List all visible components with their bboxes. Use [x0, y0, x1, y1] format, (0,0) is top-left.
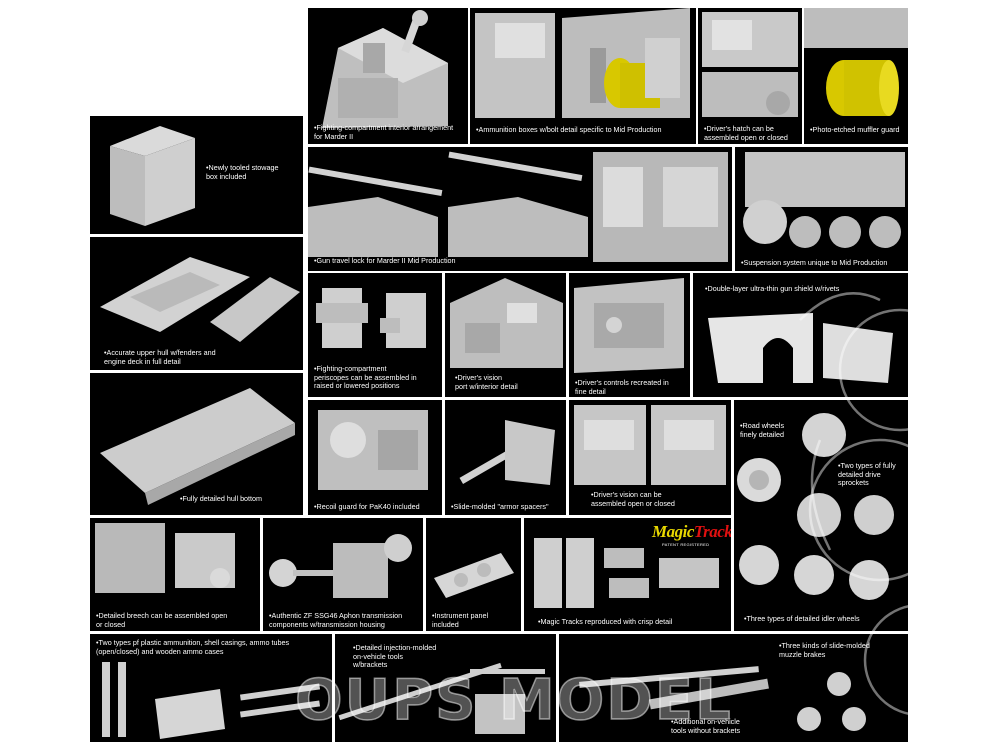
drivers-hatch-model	[702, 12, 798, 117]
drivers-controls-model	[574, 278, 684, 373]
transmission-model	[269, 534, 412, 598]
panel-periscopes: Fighting-compartment periscopes can be a…	[308, 273, 442, 397]
panel-recoil-guard: Recoil guard for PaK40 included	[308, 400, 442, 515]
panel-magic-tracks: MagicTrack PATENT REGISTERED Magic Track…	[524, 518, 731, 631]
caption-fighting-compartment: Fighting-compartment interior arrangemen…	[314, 123, 453, 141]
panel-hull-bottom: Fully detailed hull bottom	[90, 373, 303, 515]
caption-ammunition: Two types pf plastic ammunition, shell c…	[96, 638, 289, 656]
logo-patent-text: PATENT REGISTERED	[662, 542, 710, 547]
caption-instrument-panel: Instrument panel included	[432, 611, 488, 629]
hull-bottom-model	[100, 388, 295, 505]
periscopes-model	[316, 288, 426, 348]
panel-gun-shield: Double-layer ultra-thin gun shield w/riv…	[693, 273, 908, 397]
logo-word-track: Track	[693, 522, 731, 541]
caption-transmission: Authentic ZF SSG46 Aphon transmission co…	[269, 611, 402, 629]
drivers-vision-model	[574, 405, 726, 485]
panel-ammunition: Two types pf plastic ammunition, shell c…	[90, 634, 332, 742]
gun-shield-model	[708, 313, 893, 383]
panel-fighting-compartment: Fighting-compartment interior arrangemen…	[308, 8, 468, 144]
caption-armor-spacers: Slide-molded "armor spacers"	[451, 502, 549, 512]
breech-model	[95, 523, 235, 593]
fighting-compartment-model	[322, 10, 448, 128]
caption-road-wheels: Road wheels finely detailed	[740, 421, 784, 439]
panel-upper-hull: Accurate upper hull w/fenders and engine…	[90, 237, 303, 370]
drivers-vision-port-model	[450, 278, 563, 368]
panel-drivers-vision-port: Driver's vision port w/interior detail	[445, 273, 566, 397]
caption-muffler-guard: Photo-etched muffler guard	[810, 125, 900, 135]
recoil-guard-model	[318, 410, 428, 490]
caption-ammunition-boxes: Ammunition boxes w/bolt detail specific …	[476, 125, 662, 135]
ammunition-boxes-model	[475, 8, 690, 118]
panel-road-wheels: Road wheels finely detailed Two types of…	[734, 400, 908, 631]
caption-recoil-guard: Recoil guard for PaK40 included	[314, 502, 420, 512]
caption-drivers-controls: Driver's controls recreated in fine deta…	[575, 378, 669, 396]
suspension-model	[743, 152, 905, 248]
caption-stowage-box: Newly tooled stowage box included	[206, 163, 278, 181]
panel-tools-muzzle: Additional on-vehicle tools without brac…	[559, 634, 908, 742]
caption-magic-tracks: Magic Tracks reproduced with crisp detai…	[538, 617, 673, 627]
caption-tools-without-brackets: Additional on-vehicle tools without brac…	[671, 717, 740, 735]
magic-tracks-model	[534, 538, 719, 608]
panel-breech: Detailed breech can be assembled open or…	[90, 518, 260, 631]
panel-ammunition-boxes: Ammunition boxes w/bolt detail specific …	[470, 8, 696, 144]
tools-muzzle-model	[579, 666, 866, 731]
caption-drivers-hatch: Driver's hatch can be assembled open or …	[704, 124, 788, 142]
caption-drive-sprockets: Two types of fully detailed drive sprock…	[838, 461, 896, 488]
magic-track-logo: MagicTrack	[652, 522, 731, 542]
caption-drivers-vision: Driver's vision can be assembled open or…	[591, 490, 675, 508]
ammunition-model	[102, 662, 321, 739]
caption-breech: Detailed breech can be assembled open or…	[96, 611, 227, 629]
upper-hull-model	[100, 257, 300, 342]
panel-armor-spacers: Slide-molded "armor spacers"	[445, 400, 566, 515]
panel-gun-travel-lock: Gun travel lock for Marder II Mid Produc…	[308, 147, 732, 271]
logo-word-magic: Magic	[652, 522, 694, 541]
panel-tools-brackets: Detailed injection-molded on-vehicle too…	[335, 634, 556, 742]
caption-suspension: Suspension system unique to Mid Producti…	[741, 258, 888, 268]
caption-tools-brackets: Detailed injection-molded on-vehicle too…	[353, 643, 436, 670]
caption-periscopes: Fighting-compartment periscopes can be a…	[314, 364, 417, 391]
panel-stowage-box: Newly tooled stowage box included	[90, 116, 303, 234]
panel-transmission: Authentic ZF SSG46 Aphon transmission co…	[263, 518, 423, 631]
tools-brackets-model	[338, 662, 545, 734]
caption-gun-travel-lock: Gun travel lock for Marder II Mid Produc…	[314, 256, 456, 266]
stowage-box-model	[110, 126, 195, 226]
caption-gun-shield: Double-layer ultra-thin gun shield w/riv…	[705, 284, 840, 294]
watermark-text: OUPS MODEL	[294, 667, 733, 734]
caption-idler-wheels: Three types of detailed idler wheels	[744, 614, 860, 624]
panel-instrument-panel: Instrument panel included	[426, 518, 521, 631]
panel-muffler-guard: Photo-etched muffler guard	[804, 8, 908, 144]
instrument-panel-model	[434, 553, 514, 598]
caption-upper-hull: Accurate upper hull w/fenders and engine…	[104, 348, 216, 366]
panel-suspension: Suspension system unique to Mid Producti…	[735, 147, 908, 271]
panel-drivers-vision: Driver's vision can be assembled open or…	[569, 400, 731, 515]
caption-drivers-vision-port: Driver's vision port w/interior detail	[455, 373, 518, 391]
gun-travel-lock-model	[308, 151, 728, 262]
armor-spacers-model	[459, 420, 555, 485]
muffler-guard-model	[804, 8, 908, 116]
caption-muzzle-brakes: Three kinds of slide-molded muzzle brake…	[779, 641, 870, 659]
road-wheels-model	[737, 413, 894, 600]
caption-hull-bottom: Fully detailed hull bottom	[180, 494, 263, 504]
panel-drivers-hatch: Driver's hatch can be assembled open or …	[698, 8, 802, 144]
panel-drivers-controls: Driver's controls recreated in fine deta…	[569, 273, 690, 397]
